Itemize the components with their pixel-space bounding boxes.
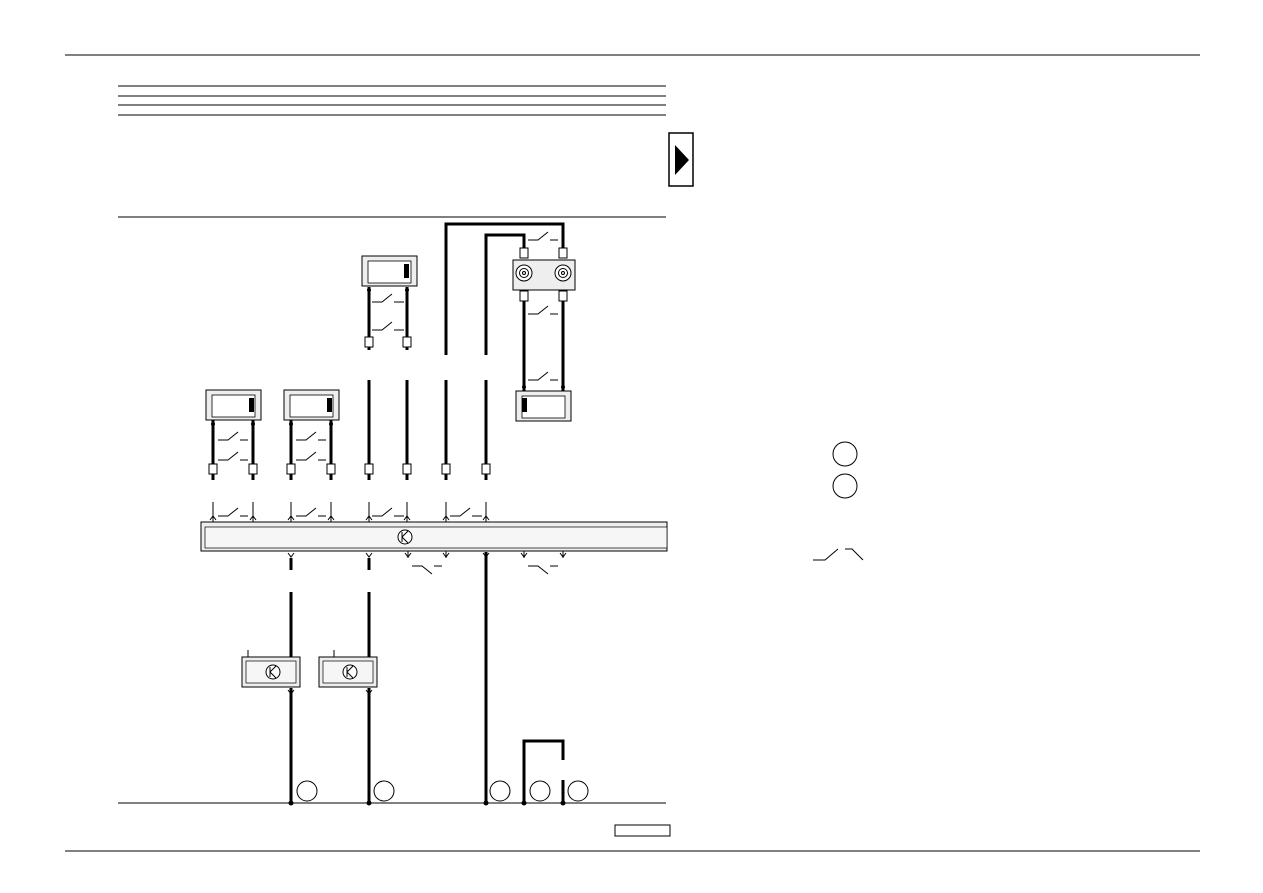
junction-dots — [211, 288, 566, 806]
sensor-right — [515, 390, 572, 422]
next-page-button[interactable] — [668, 132, 694, 187]
resistor-sensor-icon — [522, 398, 527, 412]
title-block — [118, 85, 666, 218]
actuator-coils — [512, 259, 576, 291]
resistor-sensor-icon — [327, 398, 332, 412]
wire-group — [211, 222, 565, 805]
bus-module — [200, 521, 668, 552]
triangle-right-icon — [675, 145, 689, 175]
bus-module-small-right — [318, 656, 378, 688]
circle-marker-icon — [832, 441, 858, 467]
resistor-sensor-icon — [249, 398, 254, 412]
reference-circles — [296, 780, 589, 802]
resistor-sensor-icon — [404, 264, 409, 278]
bus-module-small-left — [241, 656, 301, 688]
coil-actuator-icon — [515, 264, 572, 282]
can-bus-k-icon — [342, 664, 358, 680]
connector-icon — [208, 247, 568, 475]
sensor-top — [361, 255, 418, 287]
bus-stubs — [212, 502, 564, 558]
twisted-pair-icon — [813, 548, 864, 561]
page-id-box — [614, 824, 671, 837]
sensor-left — [205, 389, 262, 421]
twisted-pair-markers — [218, 231, 558, 658]
can-bus-k-icon — [265, 664, 281, 680]
legend — [813, 441, 864, 561]
circle-marker-icon — [832, 473, 858, 499]
pin-arrows — [209, 515, 567, 695]
sensor-middle — [283, 389, 340, 421]
can-bus-k-icon — [397, 529, 413, 545]
